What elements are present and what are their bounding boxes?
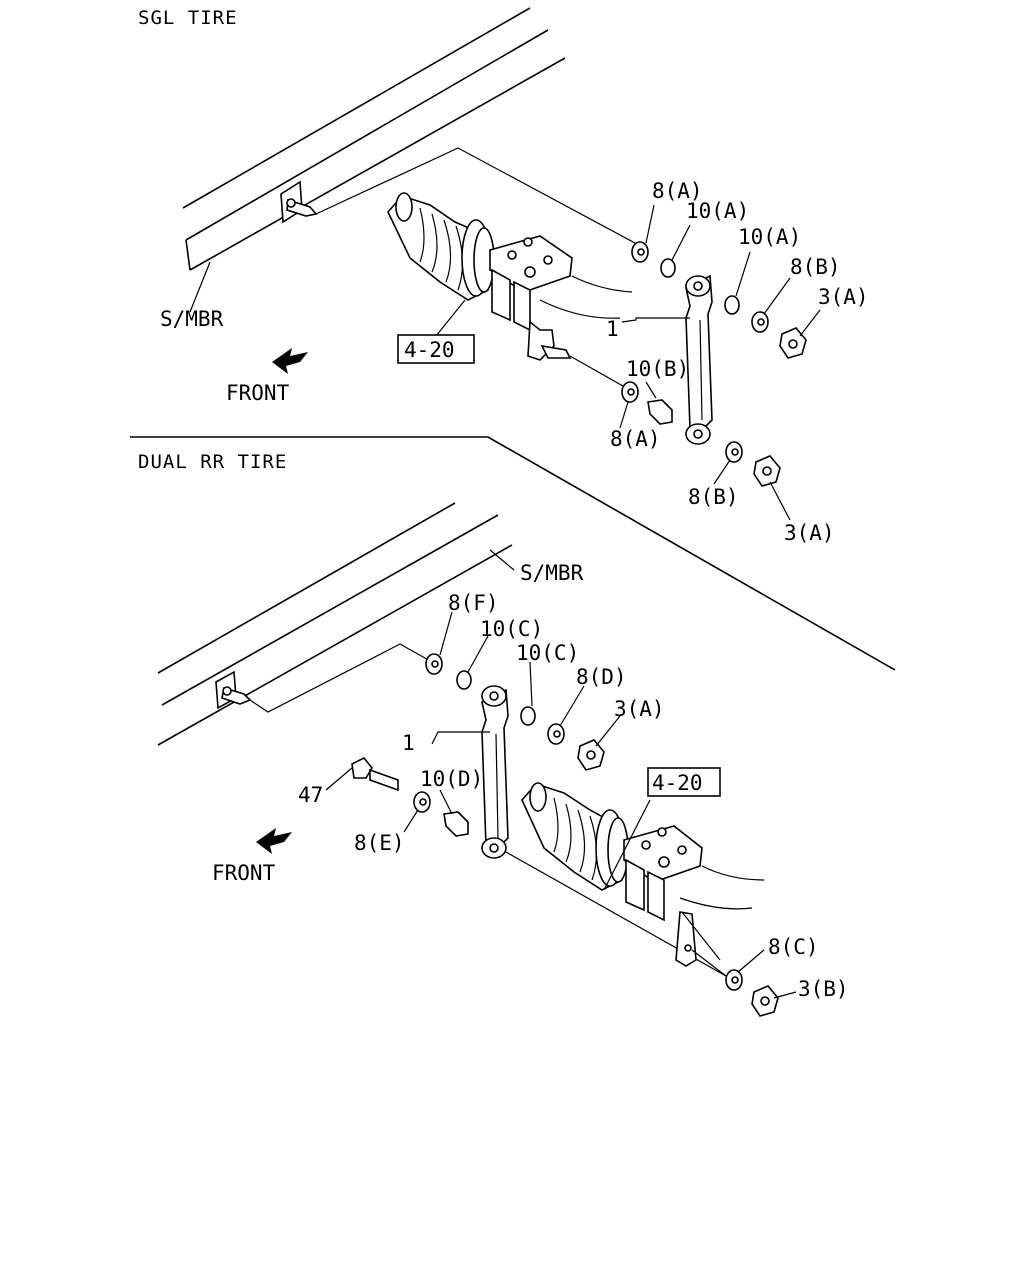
- callout-1-top: 1: [606, 317, 619, 341]
- side-member-top: [182, 7, 566, 313]
- callouts-top: 8(A) 10(A) 10(A) 8(B) 3(A) 1 10(B) 8(A) …: [606, 179, 869, 545]
- callout-10b: 10(B): [626, 357, 689, 381]
- callout-1-bottom: 1: [402, 731, 415, 755]
- callout-10c-second: 10(C): [516, 641, 579, 665]
- ref-box-bottom: 4-20: [647, 767, 721, 797]
- callout-8b-upper: 8(B): [790, 255, 841, 279]
- front-label-bottom: FRONT: [212, 861, 276, 885]
- callout-8a-upper: 8(A): [652, 179, 703, 203]
- fasteners-top: [621, 241, 807, 487]
- section-title-dual: DUAL RR TIRE: [138, 451, 287, 473]
- callout-8c: 8(C): [768, 935, 819, 959]
- callout-8f: 8(F): [448, 591, 499, 615]
- axle-housing-bottom: [521, 782, 765, 977]
- callout-3a-lower: 3(A): [784, 521, 835, 545]
- shock-absorber-top: [685, 274, 713, 445]
- callout-8a-lower: 8(A): [610, 427, 661, 451]
- front-arrow-bottom-icon: [256, 828, 292, 854]
- axle-housing-top: [387, 192, 633, 391]
- front-arrow-top-icon: [272, 348, 308, 374]
- callout-8b-lower: 8(B): [688, 485, 739, 509]
- callouts-bottom: 8(F) 10(C) 10(C) 8(D) 3(A) 1 10(D) 47 8(…: [298, 591, 849, 1001]
- leaders-top: [619, 204, 821, 521]
- callout-8d: 8(D): [576, 665, 627, 689]
- ref-box-top-label: 4-20: [404, 338, 455, 362]
- callout-10c-first: 10(C): [480, 617, 543, 641]
- section-sgl-tire: SGL TIRE S/MBR FRONT: [138, 7, 869, 545]
- section-separator: [130, 436, 896, 671]
- callout-8e: 8(E): [354, 831, 405, 855]
- callout-3b: 3(B): [798, 977, 849, 1001]
- ref-box-top: 4-20: [397, 334, 475, 364]
- callout-10a-second: 10(A): [738, 225, 801, 249]
- callout-10a-first: 10(A): [686, 199, 749, 223]
- fasteners-bottom: [351, 653, 779, 1017]
- leaders-bottom: [325, 611, 797, 999]
- section-dual-rr-tire: DUAL RR TIRE S/MBR FRONT: [138, 451, 849, 1017]
- section-title-sgl: SGL TIRE: [138, 7, 238, 29]
- front-label-top: FRONT: [226, 381, 290, 405]
- frame-label-top: S/MBR: [160, 307, 224, 331]
- ref-box-bottom-label: 4-20: [652, 771, 703, 795]
- callout-3a-bottom: 3(A): [614, 697, 665, 721]
- frame-label-bottom: S/MBR: [520, 561, 584, 585]
- callout-47: 47: [298, 783, 323, 807]
- callout-3a-upper: 3(A): [818, 285, 869, 309]
- side-member-bottom: [157, 502, 515, 746]
- callout-10d: 10(D): [420, 767, 483, 791]
